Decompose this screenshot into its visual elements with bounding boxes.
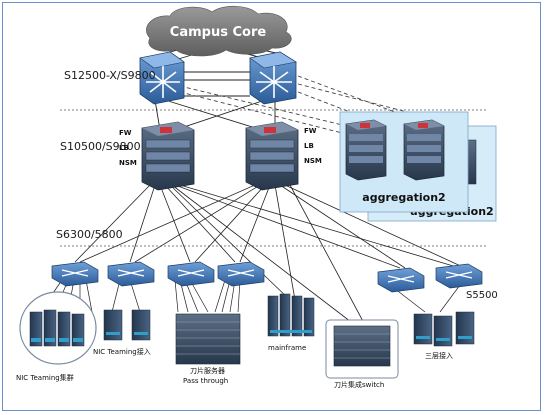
nic-teaming-access-servers [103, 309, 151, 341]
left-fw-label: FW [119, 129, 132, 137]
l3-access-servers [413, 311, 475, 347]
agg-access-links [74, 184, 466, 326]
l3-access-label: 三层接入 [425, 351, 453, 360]
access-switch-5 [377, 267, 425, 293]
nic-teaming-cluster [19, 291, 97, 365]
s5500-label: S5500 [466, 290, 498, 301]
core-switch-right [249, 51, 297, 105]
tier-label-aggregation: S10500/S9800 [60, 140, 141, 153]
blade-passthrough-label-2: Pass through [183, 377, 228, 385]
aggregation2-chassis-left [345, 119, 387, 181]
left-lb-label: LB [119, 144, 129, 152]
blade-passthrough-label-1: 刀片服务器 [190, 366, 225, 375]
nic-access-label: NIC Teaming接入 [93, 347, 151, 356]
cloud-label: Campus Core [170, 25, 267, 40]
core-switch-left [139, 51, 185, 105]
right-lb-label: LB [304, 142, 314, 150]
mainframe [267, 293, 315, 337]
blade-integrated-switch [325, 319, 399, 379]
aggregation-chassis-left [141, 121, 195, 191]
tier-label-core: S12500-X/S9800 [64, 69, 156, 82]
right-fw-label: FW [304, 127, 317, 135]
left-nsm-label: NSM [119, 159, 137, 167]
access-switch-4 [217, 261, 265, 287]
tier-label-access: S6300/5800 [56, 228, 123, 241]
campus-core-cloud: Campus Core [146, 5, 292, 57]
blade-passthrough-servers [175, 313, 241, 365]
core-interconnect [178, 71, 250, 97]
right-nsm-label: NSM [304, 157, 322, 165]
blade-switch-label: 刀片集成switch [334, 380, 384, 389]
access-switch-2 [107, 261, 155, 287]
aggregation-chassis-right [245, 121, 299, 191]
aggregation2-front-title: aggregation2 [362, 191, 445, 204]
access-switch-3 [167, 261, 215, 287]
mainframe-label: mainframe [268, 344, 306, 352]
aggregation2-front-panel: aggregation2 [339, 111, 469, 213]
nic-cluster-label: NIC Teaming集群 [16, 373, 74, 382]
access-switch-6 [435, 263, 483, 289]
aggregation2-chassis-right [403, 119, 445, 181]
access-switch-1 [51, 261, 99, 287]
